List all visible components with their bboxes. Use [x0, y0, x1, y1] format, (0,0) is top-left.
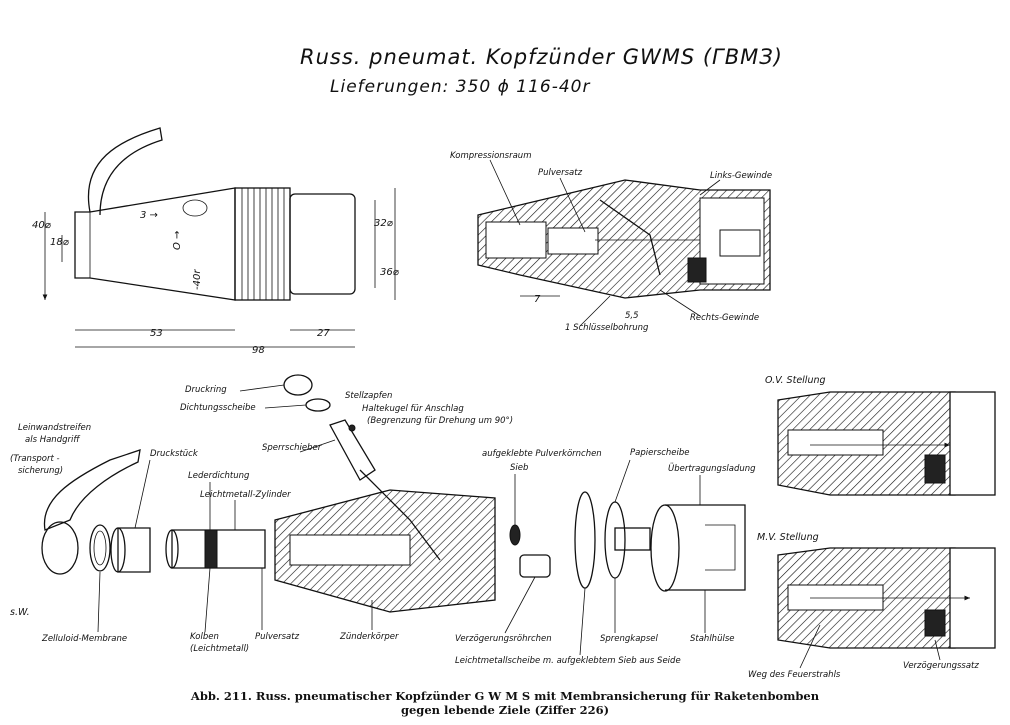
haltekugel [348, 424, 356, 432]
label-leinwandstreifen-1: Leinwandstreifen [18, 423, 91, 433]
label-begrenzung: (Begrenzung für Drehung um 90°) [367, 416, 513, 426]
label-zelluloid: Zelluloid-Membrane [41, 634, 127, 644]
leichtmetallscheibe [574, 491, 596, 589]
title-line1: Russ. pneumat. Kopfzünder GWMS (ГВМЗ) [300, 45, 783, 69]
label-leichtmetallscheibe: Leichtmetallscheibe m. aufgeklebtem Sieb… [455, 656, 681, 666]
label-leinwandstreifen-2: als Handgriff [25, 435, 80, 445]
label-haltekugel: Haltekugel für Anschlag [362, 404, 464, 414]
label-lederdichtung: Lederdichtung [188, 471, 250, 481]
caption-line1: Abb. 211. Russ. pneumatischer Kopfzünder… [190, 689, 820, 703]
thread-ridges [241, 188, 285, 300]
lederdichtung [204, 529, 218, 569]
title-line2: Lieferungen: 350 ɸ 116-40r [330, 77, 590, 97]
dichtungsscheibe [305, 398, 331, 412]
label-verzoegerungssatz: Verzögerungssatz [903, 661, 979, 671]
label-druckring: Druckring [185, 385, 227, 395]
dim-5-5: 5,5 [625, 311, 639, 321]
dim-32: 32⌀ [374, 218, 394, 229]
label-leichtmetall-zylinder: Leichtmetall-Zylinder [200, 490, 291, 500]
label-mv-stellung: M.V. Stellung [757, 532, 819, 543]
label-schluesselbohrung: 1 Schlüsselbohrung [565, 323, 649, 333]
section-view: Kompressionsraum Pulversatz Links-Gewind… [450, 151, 772, 333]
strap-cap [43, 449, 141, 531]
label-transport-1: (Transport - [10, 454, 60, 464]
marking-zero-arrow: O → [172, 231, 183, 250]
label-zuenderkoerper: Zünderkörper [339, 632, 399, 642]
label-druckstueck: Druckstück [150, 449, 199, 459]
dim-53: 53 [150, 328, 163, 339]
stahlhuelse [665, 504, 746, 591]
label-stahlhuelse: Stahlhülse [690, 634, 734, 644]
strap [87, 127, 163, 216]
signature: s.W. [10, 607, 30, 618]
label-aufgeklebte: aufgeklebte Pulverkörnchen [482, 449, 602, 459]
label-stellzapfen: Stellzapfen [345, 391, 392, 401]
dim-18: 18⌀ [50, 237, 70, 248]
caption-line2: gegen lebende Ziele (Ziffer 226) [400, 703, 610, 717]
dim-7: 7 [534, 294, 541, 305]
sperrschieber [329, 419, 376, 481]
membrane [89, 524, 111, 572]
druckring [283, 374, 313, 396]
label-dichtungsscheibe: Dichtungsscheibe [180, 403, 256, 413]
dim-40: 40⌀ [32, 220, 52, 231]
label-kolben-1: Kolben [190, 632, 219, 642]
label-sieb: Sieb [510, 463, 528, 473]
cap [41, 521, 79, 575]
ov-setting: O.V. Stellung [765, 375, 996, 496]
label-ov-stellung: O.V. Stellung [765, 375, 826, 386]
label-rechts-gewinde: Rechts-Gewinde [690, 313, 759, 323]
mv-setting: M.V. Stellung Weg des Feuerstrahls Verzö… [748, 532, 996, 680]
label-pulversatz-exploded: Pulversatz [255, 632, 300, 642]
label-kompressionsraum: Kompressionsraum [450, 151, 531, 161]
druckstueck [117, 527, 151, 573]
label-sperrschieber: Sperrschieber [262, 443, 322, 453]
stamp-mark [182, 199, 208, 217]
label-uebertragungsladung: Übertragungsladung [668, 463, 756, 474]
exploded-view: Druckring Dichtungsscheibe Stellzapfen H… [10, 374, 756, 666]
sprengkapsel [614, 527, 651, 551]
label-papierscheibe: Papierscheibe [630, 448, 690, 458]
label-verzoegerungsroehrchen: Verzögerungsröhrchen [455, 634, 552, 644]
label-kolben-2: (Leichtmetall) [190, 644, 249, 654]
label-pulversatz-section: Pulversatz [538, 168, 583, 178]
dim-27: 27 [317, 328, 330, 339]
verzoegerungsroehrchen [519, 554, 551, 578]
marking-forty-r: -40r [192, 269, 203, 290]
marking-arrow-three: 3 → [140, 210, 158, 221]
label-transport-2: sicherung) [18, 466, 63, 476]
label-weg-feuerstrahl: Weg des Feuerstrahls [748, 670, 841, 680]
side-view: 3 → O → -40r 40⌀ 18⌀ 32⌀ 36⌀ 53 27 98 [32, 127, 400, 356]
label-links-gewinde: Links-Gewinde [710, 171, 772, 181]
kolben [171, 529, 266, 569]
dim-98: 98 [252, 345, 265, 356]
dim-36: 36⌀ [380, 267, 400, 278]
sieb [509, 524, 521, 546]
label-sprengkapsel: Sprengkapsel [600, 634, 658, 644]
